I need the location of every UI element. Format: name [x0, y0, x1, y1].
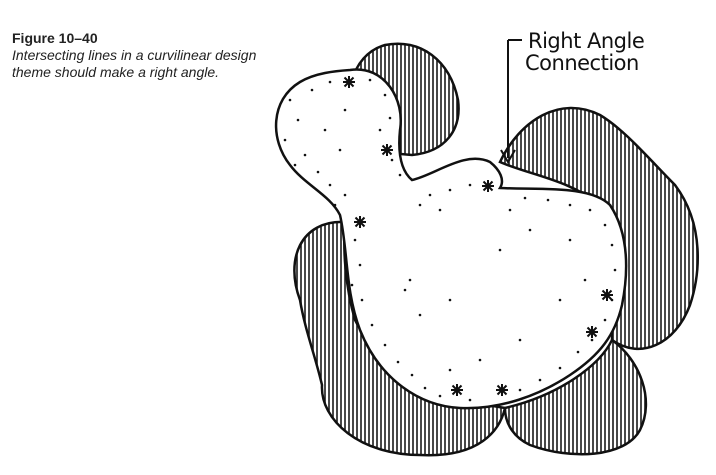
callout-leader: [500, 39, 522, 164]
figure-caption: Figure 10–40 Intersecting lines in a cur…: [12, 30, 262, 81]
figure-number: Figure 10–40: [12, 30, 98, 46]
figure-caption-text: Intersecting lines in a curvilinear desi…: [12, 47, 257, 80]
callout-label-line1: Right Angle: [528, 29, 644, 53]
lawn-area: [274, 68, 628, 410]
connection-markers: [343, 76, 613, 396]
callout-label-line2: Connection: [525, 51, 639, 75]
stipple-dots: [283, 78, 617, 402]
planting-bed-bottom: [503, 338, 648, 456]
